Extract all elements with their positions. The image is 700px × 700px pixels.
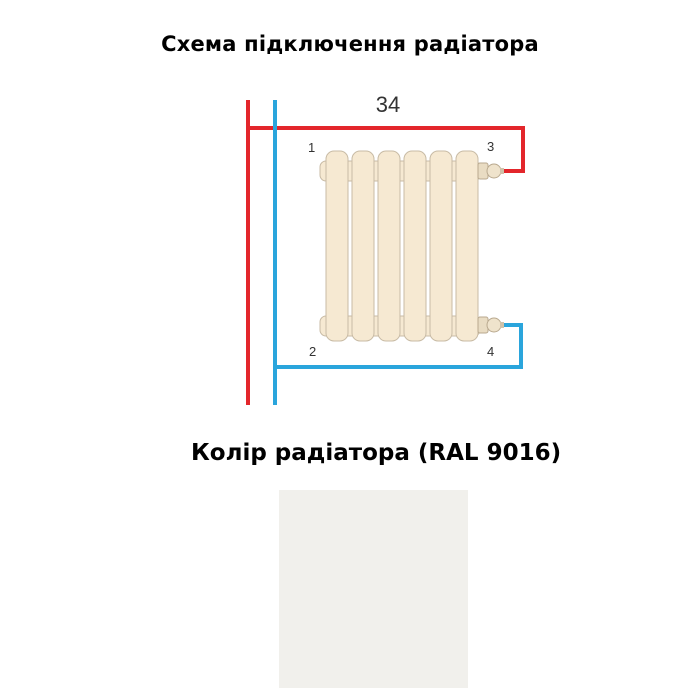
radiator-section — [429, 150, 453, 342]
color-title: Колір радіатора (RAL 9016) — [191, 440, 562, 466]
point-label-1: 1 — [308, 140, 315, 155]
point-label-4: 4 — [487, 344, 494, 359]
point-label-3: 3 — [487, 139, 494, 154]
dimension-label: 34 — [376, 92, 400, 117]
connection-diagram: 34 1 2 3 4 — [246, 92, 525, 405]
radiator-section — [377, 150, 401, 342]
color-swatch — [279, 490, 468, 688]
top-valve — [477, 162, 504, 180]
point-label-2: 2 — [309, 344, 316, 359]
radiator — [319, 150, 504, 342]
radiator-section — [403, 150, 427, 342]
supply-pipe — [246, 100, 525, 405]
radiator-section — [325, 150, 349, 342]
bottom-valve — [477, 316, 504, 334]
radiator-section — [455, 150, 479, 342]
scheme-title: Схема підключення радіатора — [161, 32, 539, 56]
return-pipe — [273, 100, 523, 405]
radiator-section — [351, 150, 375, 342]
